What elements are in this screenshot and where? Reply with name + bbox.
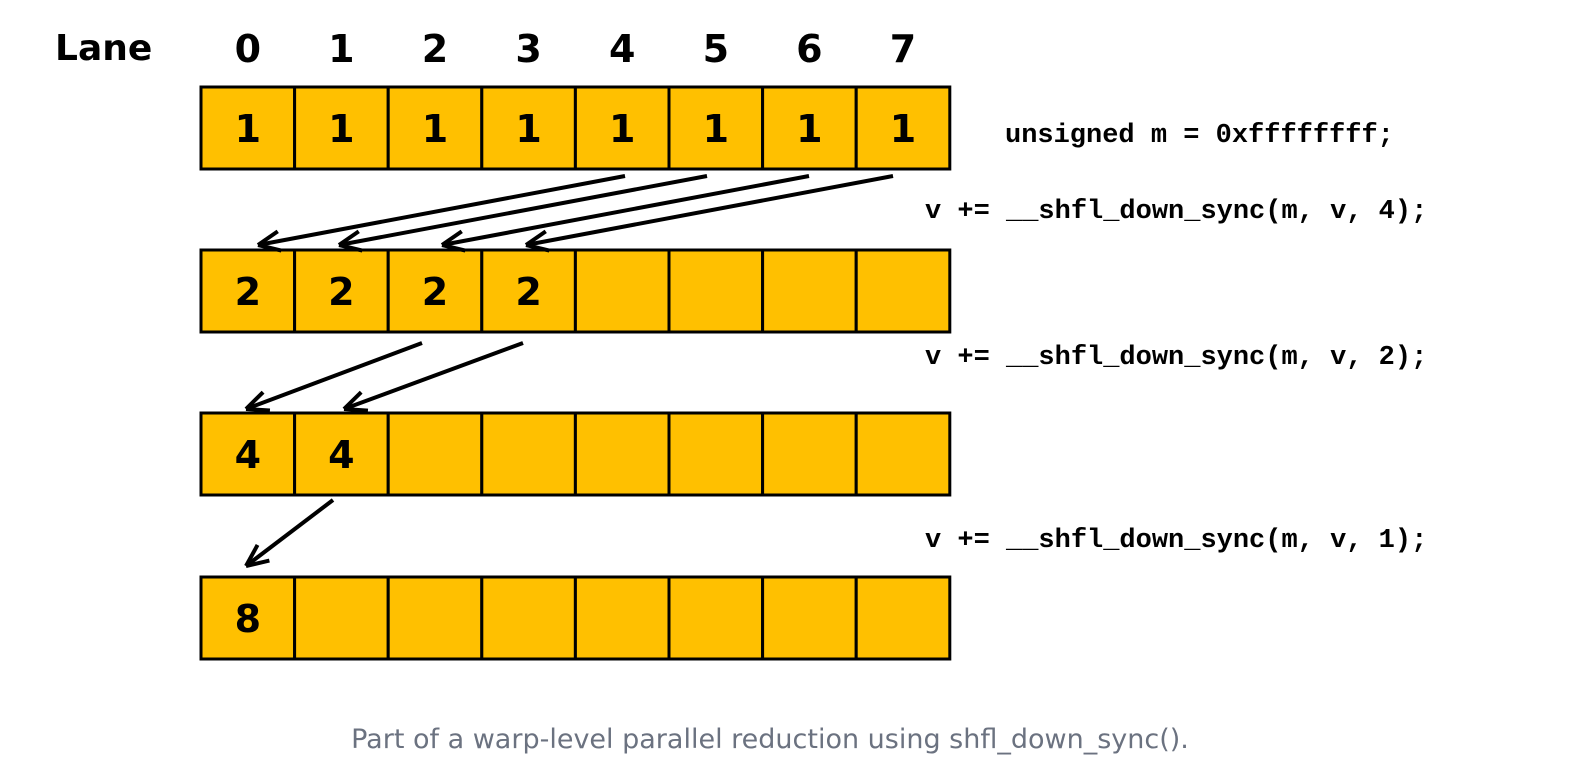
lane-number-7: 7	[890, 27, 916, 71]
cell-r0-lane7	[854, 85, 952, 171]
lane-label: Lane	[55, 28, 152, 69]
code-step-offset-1: v += __shfl_down_sync(m, v, 1);	[925, 526, 1427, 556]
cell-r2-lane7	[854, 411, 952, 497]
shuffle-arrow-3	[524, 174, 894, 253]
cell-value-r0-lane0: 1	[235, 107, 261, 151]
shuffle-arrow-5	[342, 341, 524, 413]
lane-number-3: 3	[515, 27, 541, 71]
cell-value-r0-lane1: 1	[328, 107, 354, 151]
cell-value-r0-lane5: 1	[703, 107, 729, 151]
cell-r1-lane0	[199, 248, 297, 334]
cell-r3-lane4	[573, 575, 671, 661]
row-step-3: 8	[199, 575, 952, 661]
cell-r2-lane0	[199, 411, 297, 497]
cell-r1-lane5	[667, 248, 765, 334]
cell-r1-lane3	[480, 248, 577, 334]
row-step-0: 1 1 1 1 1 1 1 1	[199, 85, 952, 171]
cell-r2-lane1	[293, 411, 390, 497]
code-step-offset-2: v += __shfl_down_sync(m, v, 2);	[925, 343, 1427, 373]
cell-r2-lane6	[761, 411, 858, 497]
lane-number-6: 6	[796, 27, 822, 71]
shuffle-arrow-1	[337, 174, 708, 253]
cell-r2-lane4	[573, 411, 671, 497]
lane-number-5: 5	[703, 27, 729, 71]
shuffle-arrow-2	[440, 174, 810, 253]
shuffle-arrows	[244, 174, 894, 568]
shuffle-arrow-4	[244, 341, 423, 413]
cell-value-r0-lane3: 1	[515, 107, 541, 151]
cell-r0-lane6	[761, 85, 858, 171]
cell-value-r1-lane0: 2	[235, 270, 261, 314]
row-step-1: 2 2 2 2	[199, 248, 952, 334]
cell-r3-lane6	[761, 575, 858, 661]
shuffle-arrow-0	[256, 174, 626, 253]
cell-r0-lane5	[667, 85, 765, 171]
cell-value-r2-lane1: 4	[328, 433, 354, 477]
lane-number-0: 0	[235, 27, 261, 71]
cell-r1-lane1	[293, 248, 390, 334]
cell-r3-lane1	[293, 575, 390, 661]
cell-value-r1-lane1: 2	[328, 270, 354, 314]
shuffle-arrow-6	[244, 498, 335, 568]
lane-number-4: 4	[609, 27, 635, 71]
cell-r1-lane4	[573, 248, 671, 334]
cell-r0-lane0	[199, 85, 297, 171]
cell-r2-lane5	[667, 411, 765, 497]
cell-r3-lane2	[386, 575, 484, 661]
cell-value-r0-lane2: 1	[422, 107, 448, 151]
lane-number-1: 1	[328, 27, 354, 71]
cell-value-r0-lane6: 1	[796, 107, 822, 151]
cell-r0-lane4	[573, 85, 671, 171]
lane-number-2: 2	[422, 27, 448, 71]
cell-value-r2-lane0: 4	[235, 433, 261, 477]
lane-headers: 0 1 2 3 4 5 6 7	[235, 27, 917, 71]
cell-r2-lane2	[386, 411, 484, 497]
cell-r2-lane3	[480, 411, 577, 497]
cell-r3-lane5	[667, 575, 765, 661]
code-init: unsigned m = 0xffffffff;	[1005, 121, 1394, 151]
figure-caption: Part of a warp-level parallel reduction …	[351, 724, 1189, 755]
cell-value-r1-lane2: 2	[422, 270, 448, 314]
cell-value-r0-lane4: 1	[609, 107, 635, 151]
cell-r0-lane1	[293, 85, 390, 171]
code-step-offset-4: v += __shfl_down_sync(m, v, 4);	[925, 197, 1427, 227]
cell-value-r0-lane7: 1	[890, 107, 916, 151]
cell-r0-lane2	[386, 85, 484, 171]
cell-r1-lane7	[854, 248, 952, 334]
cell-value-r3-lane0: 8	[235, 597, 261, 641]
cell-r3-lane3	[480, 575, 577, 661]
cell-r1-lane6	[761, 248, 858, 334]
cell-value-r1-lane3: 2	[515, 270, 541, 314]
cell-r3-lane7	[854, 575, 952, 661]
